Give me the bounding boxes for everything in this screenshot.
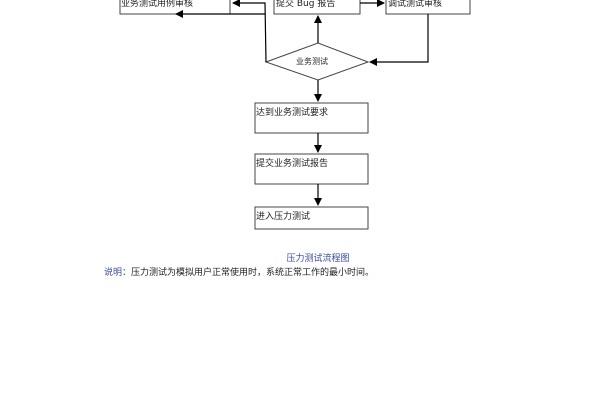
description: 说明：压力测试为模拟用户正常使用时，系统正常工作的最小时间。: [104, 265, 374, 278]
node-business-test-label: 业务测试: [296, 57, 328, 66]
node-debug-review-label: 调试测试审核: [388, 0, 443, 9]
node-enter-stress-label: 进入压力测试: [256, 212, 311, 222]
node-business-test: [264, 42, 370, 81]
edge-debug-to-test: [369, 14, 429, 66]
node-meet-requirements-label: 达到业务测试要求: [256, 108, 329, 118]
description-text: 压力测试为模拟用户正常使用时，系统正常工作的最小时间。: [131, 268, 375, 278]
node-submit-bug: [273, 0, 361, 15]
node-meet-requirements: [254, 102, 369, 134]
node-submit-bug-label: 提交 Bug 报告: [276, 0, 336, 9]
node-submit-report-label: 提交业务测试报告: [256, 159, 329, 169]
node-submit-report: [254, 153, 369, 185]
node-case-review-label: 业务测试用例审核: [121, 0, 194, 9]
description-label: 说明：: [104, 268, 132, 278]
node-enter-stress: [254, 206, 369, 230]
figure-caption: 压力测试流程图: [286, 254, 350, 264]
edge-test-to-case-review: [232, 0, 267, 63]
